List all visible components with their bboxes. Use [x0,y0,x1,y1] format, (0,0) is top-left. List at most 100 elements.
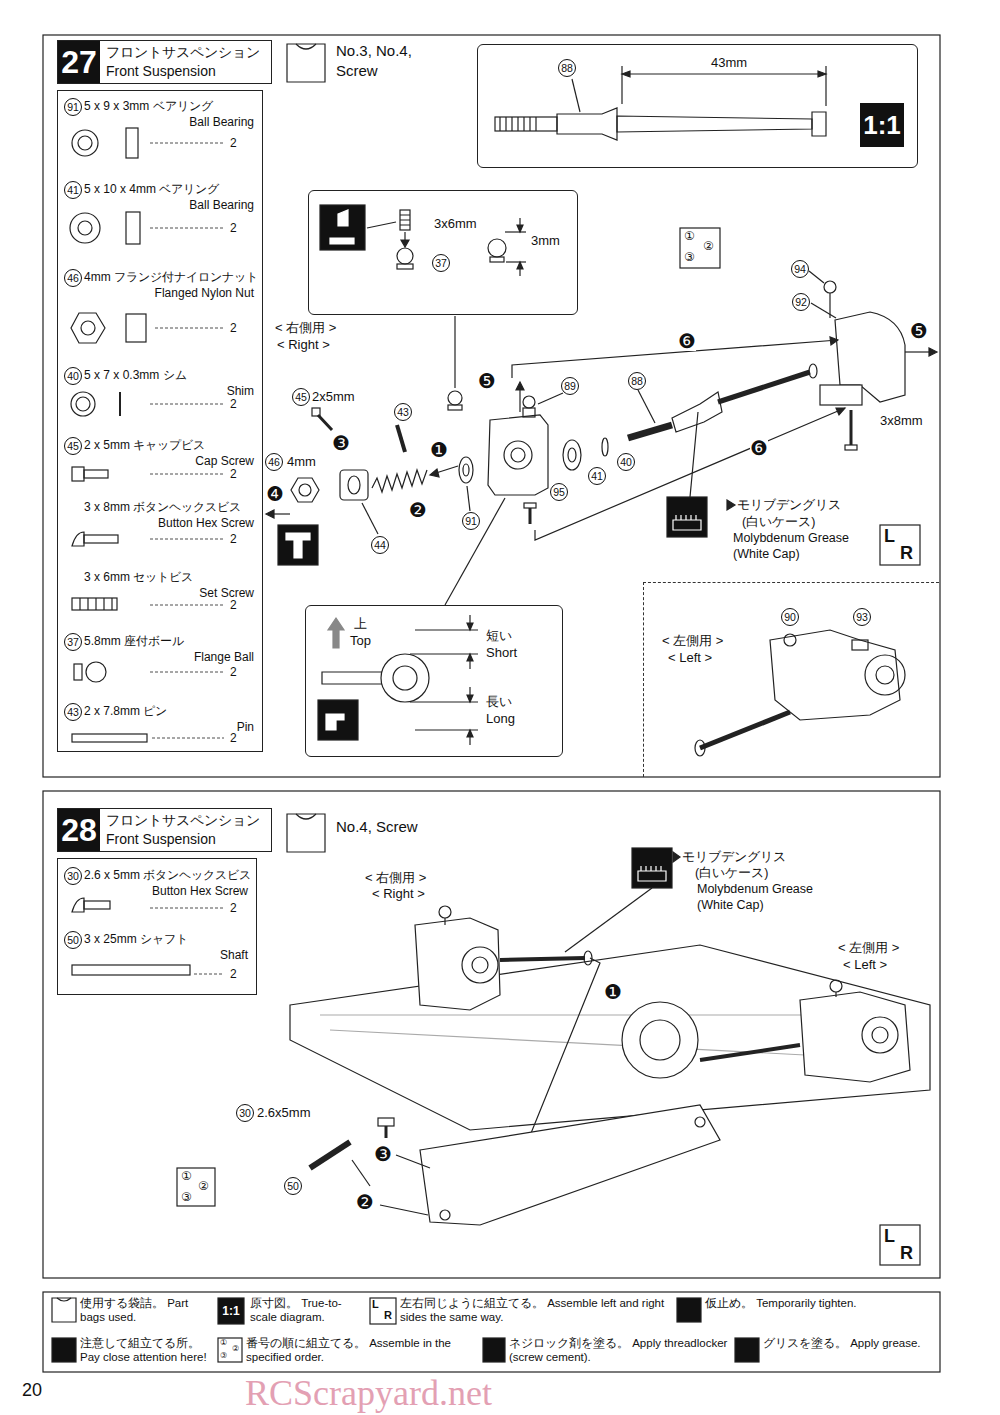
top-inset-art [467,730,473,737]
chassis-art [177,848,930,1265]
chassis-art [872,1027,888,1043]
top-inset-art [415,629,478,630]
left-inset-art [695,630,905,756]
count-leader [150,672,224,673]
exploded-view [286,533,310,558]
bag-icon [287,814,325,852]
part-name-en: Flange Ball [194,650,254,664]
drive-shaft-1to1 [825,66,826,106]
order-icon-text: ③ [181,1191,192,1203]
set-screw-inset-art [401,240,409,247]
legend-icon [735,1338,759,1362]
chassis-art [310,1142,350,1168]
callout-number: 45 [292,388,310,406]
dimension: 3x8mm [880,413,923,429]
drive-shaft-1to1 [812,112,826,136]
drive-shaft-1to1 [572,79,580,112]
exploded-view [516,382,524,390]
legend-icon [370,1298,396,1324]
set-screw-inset-art [400,215,410,225]
callout-number: 89 [561,377,579,395]
part-name-en: Button Hex Screw [152,884,248,898]
part-number: 40 [64,367,82,385]
part-icon [72,734,147,742]
parts-list: 915 x 9 x 3mm ベアリングBall Bearing2415 x 10… [57,90,263,752]
callout-number: 91 [462,512,480,530]
step-number: ❶ [430,440,448,460]
set-screw-inset-art [517,225,523,232]
callout-number: 94 [791,260,809,278]
part-count: 2 [230,901,237,915]
step-title: フロントサスペンション [106,812,260,829]
part-name-en: Shim [227,384,254,398]
top-inset-art [410,653,478,654]
exploded-view [266,228,937,605]
exploded-view [929,348,937,356]
set-screw-inset-art [454,316,455,388]
chassis-art [800,992,910,1082]
lr-icon-text: R [384,1310,392,1321]
part-icon [71,392,95,416]
part-count: 2 [230,136,237,150]
top-inset-art [318,700,358,740]
count-leader [150,539,224,540]
part-name-en: Cap Screw [195,454,254,468]
bag-icon [287,44,325,82]
callout-number: 43 [394,403,412,421]
left-inset-art [876,666,894,684]
part-name: 5.8mm 座付ボール [84,634,184,648]
left-inset-art [770,630,900,720]
callout-number: 50 [284,1177,302,1195]
bag-label: No.3, No.4, [336,42,412,60]
left-side-inset: < 左側用 >< Left >9093 [643,582,939,777]
chassis-art [415,918,500,1010]
chassis-art [700,1045,800,1060]
count-leader [150,143,224,974]
legend-icon [677,1298,701,1322]
legend-icon [218,1298,244,1324]
part-count: 2 [230,397,237,411]
part-name-en: Set Screw [199,586,254,600]
exploded-view [563,440,581,470]
order-icon-text: ① [181,1170,192,1182]
count-leader [150,908,224,909]
grease-note: (白いケース) [695,866,768,881]
scale-icon-text: 1:1 [219,1304,243,1318]
exploded-view [523,408,535,417]
part-icon [72,598,117,610]
dimension-note: Short [486,645,517,661]
left-inset-art [784,634,796,646]
part-number: 46 [64,269,82,287]
direction-label: Top [350,633,371,649]
side-label: < Right > [277,337,330,353]
chassis-art [835,992,836,997]
chassis-art [632,848,672,888]
bag-icon [296,814,316,819]
set-screw-inset-art [330,210,354,244]
exploded-view [568,448,576,462]
parts-list: 302.6 x 5mm ボタンヘックスビスButton Hex Screw250… [57,858,257,995]
grease-note: モリブデングリス [737,498,841,513]
exploded-view [291,478,319,502]
count-leader [150,474,224,475]
part-number: 91 [64,98,82,116]
legend-text: 仮止め。 Temporarily tighten. [705,1296,885,1310]
set-screw-inset-art [367,222,396,228]
legend-text: 注意して組立てる所。 Pay close attention here! [80,1336,215,1365]
callout-number: 88 [558,59,576,77]
exploded-view [397,425,405,452]
dimension-note: Long [486,711,515,727]
part-name-en: Ball Bearing [189,198,254,212]
exploded-view [809,364,817,378]
chassis-art [472,957,488,973]
side-label: < 右側用 > [365,870,426,886]
page-number: 20 [22,1380,42,1402]
chassis-art [622,1002,698,1078]
part-icon [81,321,95,335]
chassis-art [396,1155,430,1168]
exploded-view [628,425,672,438]
bag-icon [296,44,316,49]
step-number: ❻ [678,331,696,351]
lr-icon-text: L [884,1227,895,1245]
step-title: Front Suspension [106,63,216,80]
